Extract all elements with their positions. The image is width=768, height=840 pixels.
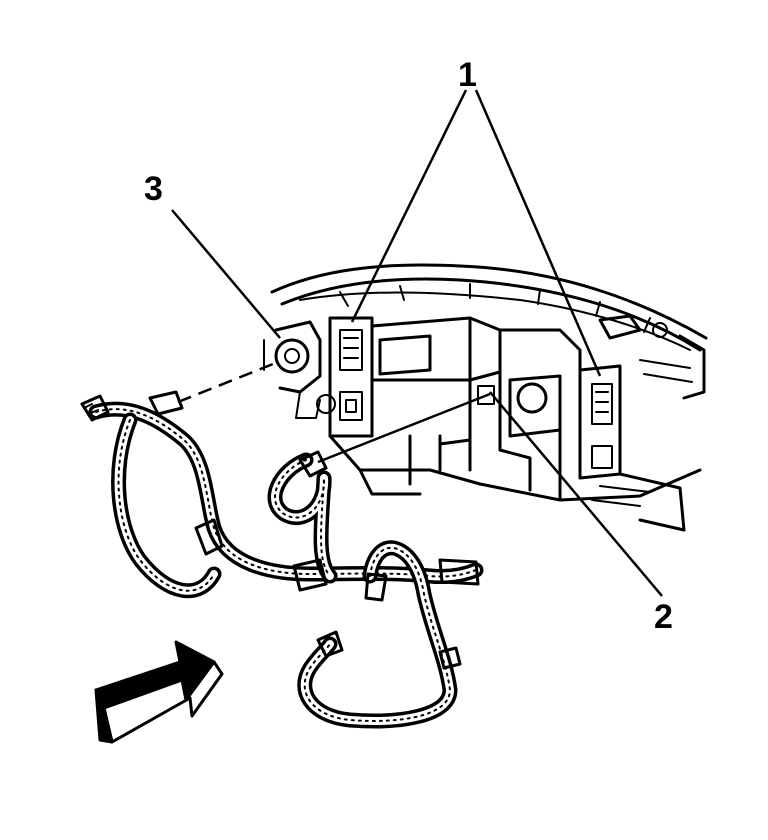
leader-2 (489, 391, 663, 597)
leader-2-connector (317, 392, 491, 464)
wiring-harness (80, 390, 484, 729)
leader-3 (171, 209, 281, 339)
leader-1-left (350, 89, 468, 323)
forward-arrow-icon (94, 640, 224, 744)
route-dashed-line (177, 360, 279, 404)
instrument-panel-structure (263, 263, 708, 532)
callout-1: 1 (458, 56, 477, 94)
leader-lines (171, 89, 663, 597)
callout-2: 2 (654, 598, 673, 636)
leader-1-right (474, 89, 602, 377)
callout-3: 3 (144, 170, 163, 208)
